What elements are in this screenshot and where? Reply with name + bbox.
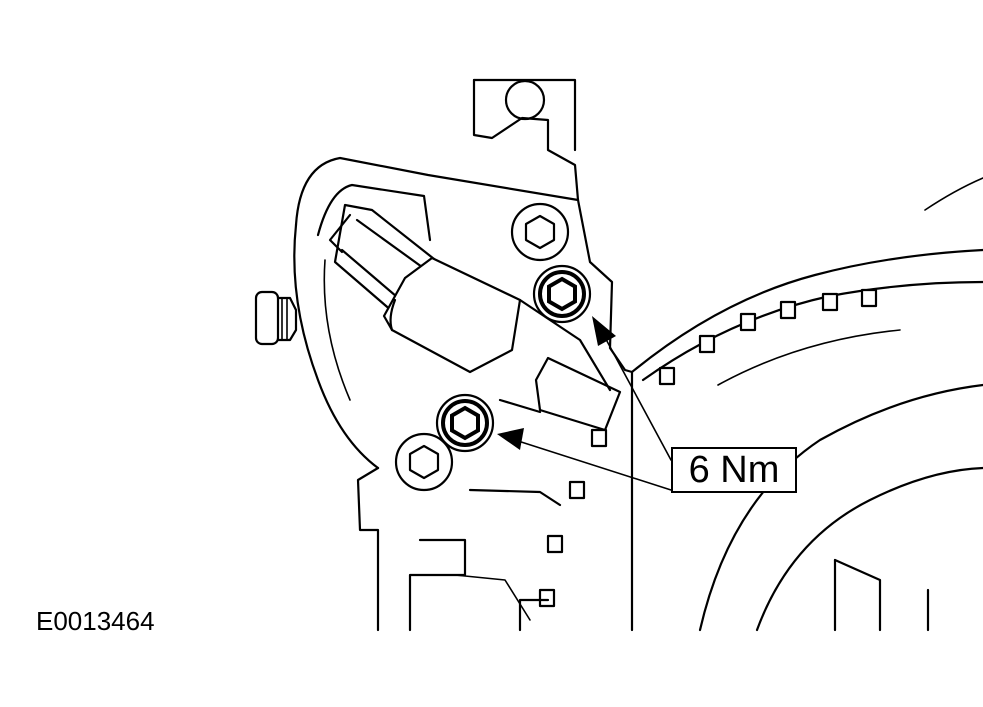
sensor-connector	[328, 203, 622, 432]
torque-callout: 6 Nm	[671, 447, 797, 493]
lower-boss	[394, 432, 454, 492]
figure-id: E0013464	[36, 606, 155, 636]
mounting-plate	[293, 156, 634, 632]
cable-connector	[254, 290, 298, 346]
top-bracket	[472, 78, 580, 202]
bolt-upper	[532, 264, 592, 324]
leader-arrows	[497, 316, 672, 491]
bolt-lower	[435, 393, 495, 453]
timing-wheel	[538, 177, 983, 632]
upper-boss	[510, 202, 570, 262]
